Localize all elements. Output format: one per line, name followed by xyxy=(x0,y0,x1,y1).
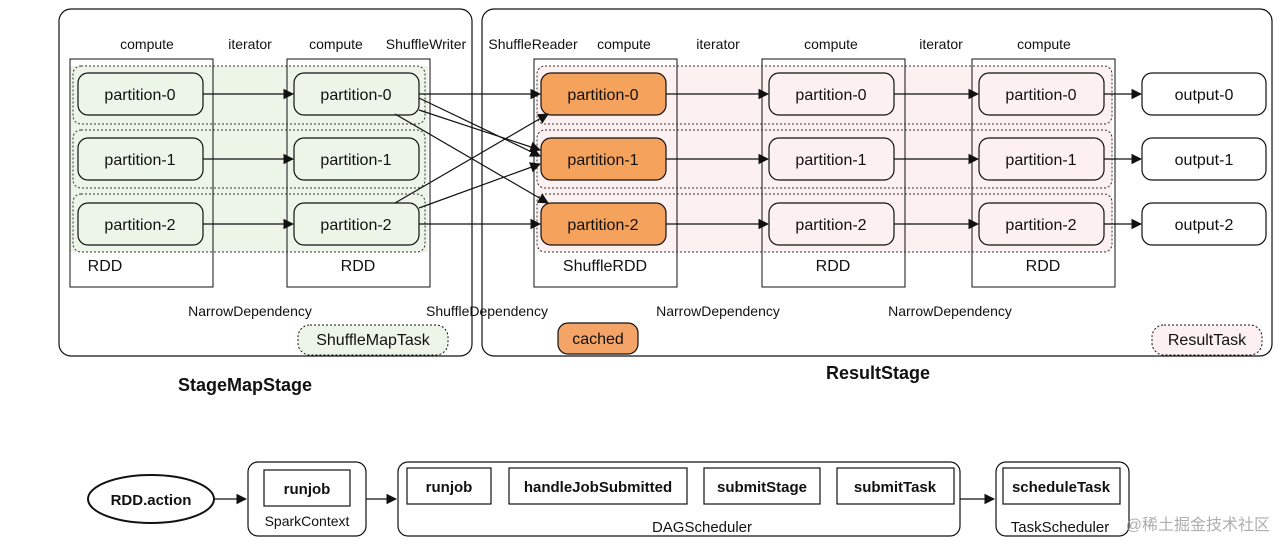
arrow-shuffle-2-1 xyxy=(418,162,542,209)
cached-badge xyxy=(557,322,639,355)
rdd-box-4 xyxy=(971,58,1116,288)
spark-context-runjob-box xyxy=(263,469,351,507)
rdd-box-1 xyxy=(69,58,214,288)
result-stage-title: ResultStage xyxy=(826,363,930,383)
map-pipeline-row-1 xyxy=(72,129,426,189)
schedule-task: scheduleTask xyxy=(1012,479,1111,496)
rdd2-label: RDD xyxy=(341,258,376,275)
dag-handle-job-submitted-box xyxy=(508,467,688,505)
rdd3-compute-label: compute xyxy=(804,36,858,52)
rdd3-partition-0: partition-0 xyxy=(795,87,866,104)
rdd2-partition-1: partition-1 xyxy=(320,152,391,169)
stage-map-container xyxy=(58,8,473,357)
narrow-dependency-label-2: NarrowDependency xyxy=(656,303,780,319)
shuffle-writer-label: ShuffleWriter xyxy=(386,36,467,52)
iterator-label-1: iterator xyxy=(228,36,272,52)
output-2: output-2 xyxy=(1175,217,1234,234)
watermark: @稀土掘金技术社区 xyxy=(1126,516,1270,534)
result-pipeline-row-0 xyxy=(536,65,1113,125)
schedule-task-box xyxy=(1002,467,1121,505)
dag-scheduler-label: DAGScheduler xyxy=(652,519,752,536)
shuffle-map-task-badge xyxy=(297,324,449,356)
shuffle-rdd-label: ShuffleRDD xyxy=(563,258,647,275)
rdd2-compute-label: compute xyxy=(309,36,363,52)
shuffle-rdd-compute-label: compute xyxy=(597,36,651,52)
rdd-box-3 xyxy=(761,58,906,288)
stage-map-title: StageMapStage xyxy=(178,375,312,395)
narrow-dependency-label-3: NarrowDependency xyxy=(888,303,1012,319)
shuffle-partition-0: partition-0 xyxy=(567,87,638,104)
dag-runjob-box xyxy=(406,467,492,505)
map-pipeline-row-2 xyxy=(72,193,426,253)
result-stage-container xyxy=(481,8,1273,357)
map-pipeline-row-0 xyxy=(72,65,426,125)
result-task-badge xyxy=(1151,324,1263,356)
rdd4-compute-label: compute xyxy=(1017,36,1071,52)
task-scheduler-label: TaskScheduler xyxy=(1011,519,1109,536)
shuffle-partition-2: partition-2 xyxy=(567,217,638,234)
rdd1-partition-0: partition-0 xyxy=(104,87,175,104)
output-1: output-1 xyxy=(1175,152,1234,169)
spark-context-label: SparkContext xyxy=(265,513,350,529)
rdd3-partition-2: partition-2 xyxy=(795,217,866,234)
spark-context-runjob: runjob xyxy=(284,481,331,498)
arrow-shuffle-1-0 xyxy=(418,109,542,153)
arrow-shuffle-2-0 xyxy=(394,113,549,204)
result-task-label: ResultTask xyxy=(1168,332,1247,349)
rdd2-partition-0: partition-0 xyxy=(320,87,391,104)
rdd3-label: RDD xyxy=(816,258,851,275)
dag-runjob: runjob xyxy=(426,479,473,496)
result-pipeline-row-2 xyxy=(536,193,1113,253)
rdd1-compute-label: compute xyxy=(120,36,174,52)
rdd2-partition-2: partition-2 xyxy=(320,217,391,234)
rdd1-partition-2: partition-2 xyxy=(104,217,175,234)
dag-handle-job-submitted: handleJobSubmitted xyxy=(524,479,672,496)
output-0: output-0 xyxy=(1175,87,1234,104)
arrow-shuffle-0-1 xyxy=(418,97,541,157)
rdd4-label: RDD xyxy=(1026,258,1061,275)
rdd4-partition-0: partition-0 xyxy=(1005,87,1076,104)
dag-submit-stage-box xyxy=(703,467,821,505)
cached-label: cached xyxy=(572,331,624,348)
dag-submit-task-box xyxy=(836,467,955,505)
iterator-label-3: iterator xyxy=(919,36,963,52)
dag-submit-stage: submitStage xyxy=(717,479,807,496)
rdd1-label: RDD xyxy=(88,258,123,275)
iterator-label-2: iterator xyxy=(696,36,740,52)
shuffle-reader-label: ShuffleReader xyxy=(488,36,578,52)
rdd4-partition-2: partition-2 xyxy=(1005,217,1076,234)
shuffle-dependency-label: ShuffleDependency xyxy=(426,303,548,319)
rdd-box-2 xyxy=(286,58,431,288)
rdd1-partition-1: partition-1 xyxy=(104,152,175,169)
shuffle-rdd-box xyxy=(533,58,678,288)
rdd4-partition-1: partition-1 xyxy=(1005,152,1076,169)
shuffle-map-task-label: ShuffleMapTask xyxy=(316,332,431,349)
shuffle-partition-1: partition-1 xyxy=(567,152,638,169)
dag-submit-task: submitTask xyxy=(854,479,937,496)
rdd-action-label: RDD.action xyxy=(111,492,192,509)
narrow-dependency-label-1: NarrowDependency xyxy=(188,303,312,319)
rdd3-partition-1: partition-1 xyxy=(795,152,866,169)
